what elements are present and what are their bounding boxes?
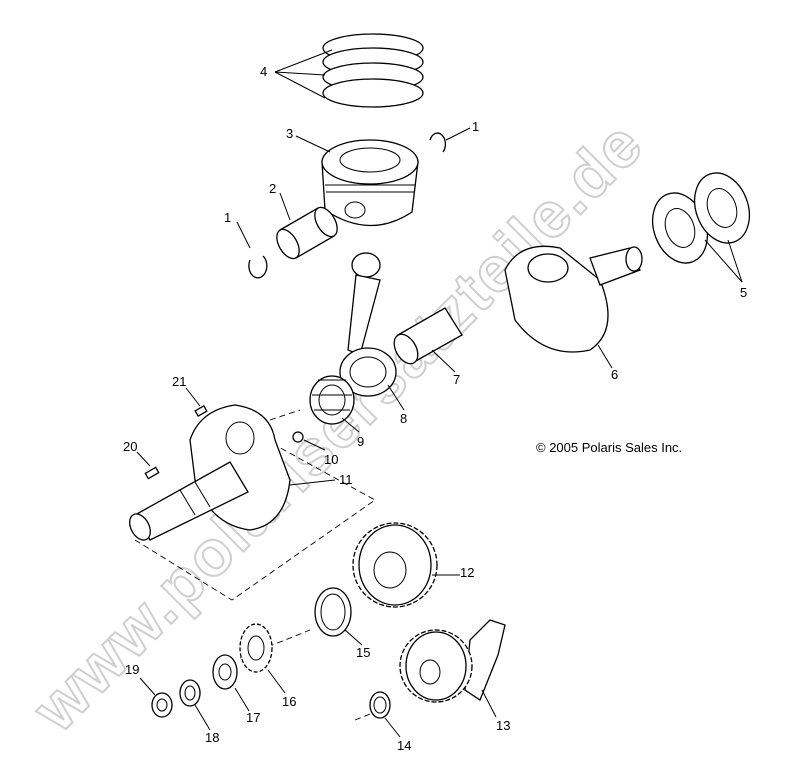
gear-12 xyxy=(352,522,438,608)
copyright-text: © 2005 Polaris Sales Inc. xyxy=(536,440,682,455)
callout-10: 10 xyxy=(324,452,338,467)
woodruff-key-21 xyxy=(194,405,208,417)
callout-3: 3 xyxy=(286,126,293,141)
callout-numbers: 1 1 2 3 4 5 6 7 8 9 10 11 12 13 14 15 16… xyxy=(123,64,747,753)
balance-shaft-gear xyxy=(399,619,506,703)
callout-17: 17 xyxy=(246,710,260,725)
woodruff-key-20 xyxy=(144,466,160,480)
circlip-right xyxy=(429,132,447,153)
callout-18: 18 xyxy=(205,730,219,745)
callout-11: 11 xyxy=(339,472,353,487)
callout-21: 21 xyxy=(172,374,186,389)
connecting-rod xyxy=(339,252,397,397)
callout-4: 4 xyxy=(260,64,267,79)
piston xyxy=(321,139,419,227)
piston-pin xyxy=(276,206,338,260)
main-bearings xyxy=(651,172,751,264)
gear-16 xyxy=(239,623,273,673)
crank-pin xyxy=(393,307,463,365)
callout-13: 13 xyxy=(496,718,510,733)
nut-17 xyxy=(212,654,238,690)
callout-16: 16 xyxy=(282,694,296,709)
crankshaft-right-half xyxy=(504,245,643,353)
crankshaft-left-half xyxy=(129,404,291,541)
callout-1-right: 1 xyxy=(472,119,479,134)
callout-8: 8 xyxy=(400,411,407,426)
washer-15 xyxy=(314,587,352,637)
callout-1-left: 1 xyxy=(224,210,231,225)
callout-2: 2 xyxy=(269,181,276,196)
needle-bearing xyxy=(309,375,355,425)
washer-18 xyxy=(179,679,201,707)
callout-6: 6 xyxy=(611,367,618,382)
callout-5: 5 xyxy=(740,285,747,300)
washer-14 xyxy=(369,691,391,719)
dowel-pin xyxy=(292,431,304,443)
callout-12: 12 xyxy=(460,565,474,580)
callout-14: 14 xyxy=(397,738,411,753)
circlip-left xyxy=(248,255,268,279)
piston-rings xyxy=(322,33,424,108)
callout-19: 19 xyxy=(125,662,139,677)
leader-lines xyxy=(136,49,743,738)
callout-15: 15 xyxy=(356,645,370,660)
callout-20: 20 xyxy=(123,439,137,454)
callout-7: 7 xyxy=(453,372,460,387)
nut-19 xyxy=(151,692,173,718)
callout-9: 9 xyxy=(357,434,364,449)
